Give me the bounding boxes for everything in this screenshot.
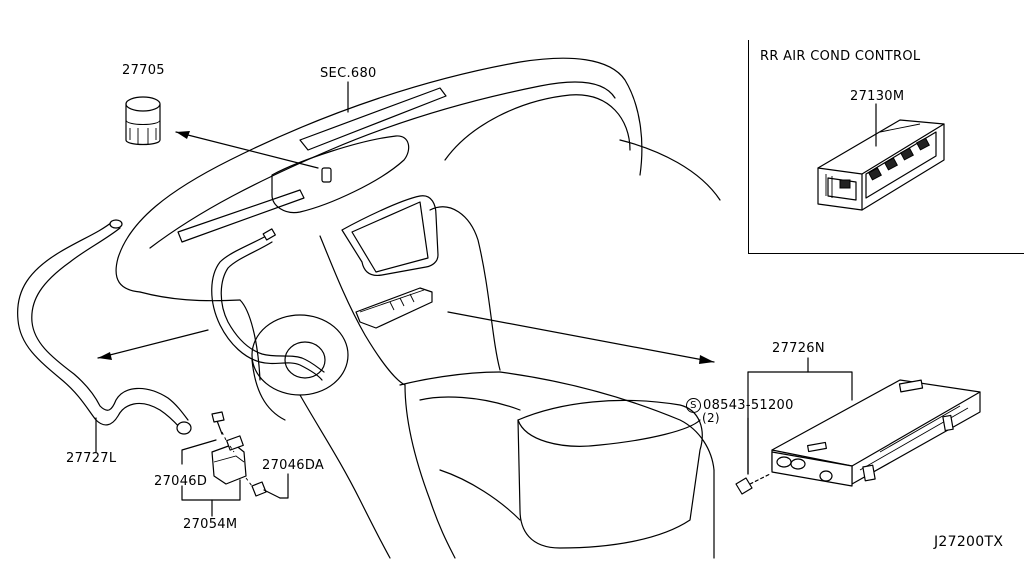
screw-27046DA [245,477,281,499]
instrument-panel [115,57,721,559]
label-27705: 27705 [122,63,165,78]
label-08543-51200: 08543-51200 [703,398,794,413]
label-27054M: 27054M [183,517,238,532]
sensor-27705 [125,96,161,146]
label-27726N: 27726N [772,341,825,356]
bolt-symbol: S [686,398,701,413]
inset-frame [748,40,1024,254]
inset-title: RR AIR COND CONTROL [760,49,921,64]
diagram-code: J27200TX [934,534,1004,550]
leader-lines [95,81,877,517]
dash-sensor [321,167,332,183]
dash-module [355,287,433,329]
sensor-27046D [211,435,247,485]
column-duct [211,228,325,381]
bolt-quantity: (2) [702,411,720,425]
bolt-08543 [735,473,771,495]
control-unit-27726N [771,379,981,487]
rr-air-cond-control-unit [817,119,945,211]
label-27727L: 27727L [66,451,117,466]
label-27130M: 27130M [850,89,905,104]
aspirator-duct [17,219,192,435]
screw-top [211,411,235,453]
label-sec-680: SEC.680 [320,66,377,81]
label-27046D: 27046D [154,474,208,489]
label-27046DA: 27046DA [262,458,325,473]
